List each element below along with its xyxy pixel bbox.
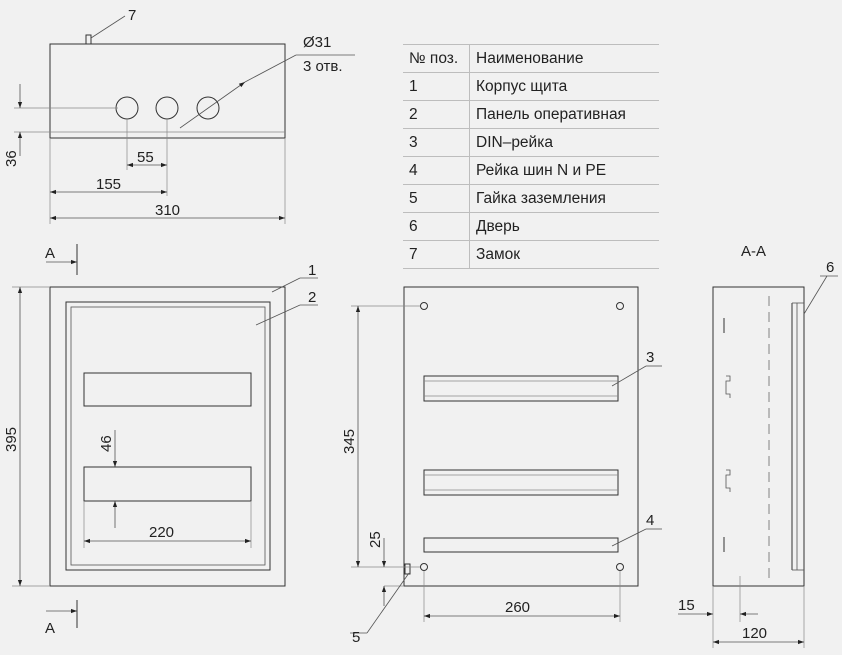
hole-leader-horizontal xyxy=(244,54,297,83)
front-view: A A 395 46 220 1 2 xyxy=(3,244,318,637)
row-name: DIN–рейка xyxy=(469,128,659,157)
dim-15: 15 xyxy=(678,597,695,614)
row-name: Корпус щита xyxy=(469,72,659,101)
callout-1: 1 xyxy=(308,262,316,279)
cable-hole-2 xyxy=(155,96,179,120)
row-name: Дверь xyxy=(469,212,659,241)
lock-stub xyxy=(85,34,92,45)
section-title: А-А xyxy=(741,243,766,260)
callout-3: 3 xyxy=(646,349,654,366)
row-name: Рейка шин N и PE xyxy=(469,156,659,185)
mount-hole-top-right xyxy=(616,302,624,310)
row-name: Гайка заземления xyxy=(469,184,659,213)
header-position: № поз. xyxy=(403,44,470,73)
dim-345: 345 xyxy=(341,429,358,454)
callout-4: 4 xyxy=(646,512,654,529)
callout-6: 6 xyxy=(826,259,834,276)
leader-6 xyxy=(803,275,828,315)
dim-36: 36 xyxy=(3,150,20,167)
cable-hole-1 xyxy=(115,96,139,120)
callout-7: 7 xyxy=(128,7,136,24)
leader-1 xyxy=(271,277,301,293)
row-position: 4 xyxy=(403,156,470,185)
callout-2: 2 xyxy=(308,289,316,306)
hole-diameter-label: Ø31 xyxy=(303,34,331,51)
front-door-frame xyxy=(65,301,271,571)
leader-2 xyxy=(255,304,301,326)
device-window-bottom xyxy=(83,466,252,502)
row-position: 1 xyxy=(403,72,470,101)
header-name: Наименование xyxy=(469,44,659,73)
row-position: 2 xyxy=(403,100,470,129)
row-position: 5 xyxy=(403,184,470,213)
section-housing xyxy=(712,286,805,587)
dim-25: 25 xyxy=(367,531,384,548)
dim-120: 120 xyxy=(742,625,767,642)
section-view: А-А 15 120 6 xyxy=(678,243,838,648)
device-window-top xyxy=(83,372,252,407)
row-position: 6 xyxy=(403,212,470,241)
mount-hole-bottom-left xyxy=(420,563,428,571)
row-position: 7 xyxy=(403,240,470,269)
cable-hole-3 xyxy=(196,96,220,120)
section-rail-profile-1 xyxy=(725,375,731,398)
din-rail-bottom xyxy=(423,469,619,496)
section-rail-profile-2 xyxy=(725,469,731,492)
hole-count-label: 3 отв. xyxy=(303,58,343,75)
row-name: Панель оперативная xyxy=(469,100,659,129)
row-name: Замок xyxy=(469,240,659,269)
dim-260: 260 xyxy=(505,599,530,616)
hole-leader-arrow xyxy=(179,81,246,129)
din-rail-top xyxy=(423,375,619,402)
dim-220: 220 xyxy=(149,524,174,541)
leader-7 xyxy=(90,15,126,39)
front-door-inner xyxy=(70,306,266,566)
dim-46: 46 xyxy=(98,435,115,452)
dim-155: 155 xyxy=(96,176,121,193)
section-mark-top: A xyxy=(45,245,55,262)
section-mark-bottom: A xyxy=(45,620,55,637)
row-position: 3 xyxy=(403,128,470,157)
leader-4 xyxy=(611,528,647,547)
dim-395: 395 xyxy=(3,427,20,452)
mounting-panel xyxy=(403,286,639,587)
dim-55: 55 xyxy=(137,149,154,166)
mount-hole-bottom-right xyxy=(616,563,624,571)
mount-hole-top-left xyxy=(420,302,428,310)
dim-310: 310 xyxy=(155,202,180,219)
top-view-body xyxy=(49,43,286,139)
neutral-pe-busbar xyxy=(423,537,619,553)
top-view: 7 Ø31 3 отв. 36 55 155 310 xyxy=(3,7,355,224)
front-housing xyxy=(49,286,286,587)
leader-3 xyxy=(611,365,647,387)
grounding-nut xyxy=(404,563,411,575)
leader-5 xyxy=(366,572,410,634)
panel-view: 345 25 260 3 4 5 xyxy=(341,286,662,646)
callout-5: 5 xyxy=(352,629,360,646)
parts-table-header-row: № поз. Наименование xyxy=(403,44,659,73)
